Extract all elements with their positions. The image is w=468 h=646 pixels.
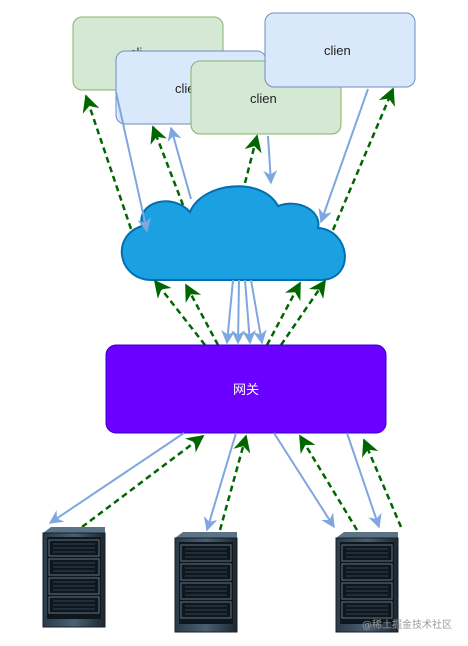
response-arrow [218,434,251,531]
request-arrow [346,432,382,529]
request-arrow [263,135,278,185]
request-arrow [203,432,237,532]
response-arrow [331,87,395,231]
request-arrow [273,432,335,529]
gateway-node: 网关 [105,344,387,434]
request-arrow [167,126,192,200]
client-node-4: clien [264,12,416,88]
client-label-4: clien [324,43,351,58]
server-rack-icon [335,532,399,633]
request-arrow [318,88,369,224]
server-rack-icon [174,532,238,633]
gateway-label: 网关 [233,383,259,398]
cloud-icon [120,185,346,281]
response-arrow [184,283,220,346]
client-label-2: clie [175,81,195,96]
response-arrow [265,281,302,346]
response-arrow [362,438,403,528]
watermark-text: @稀土掘金技术社区 [362,618,452,631]
response-arrow [150,125,185,206]
request-arrow [115,91,152,233]
response-arrow [243,134,262,184]
request-arrow [242,279,256,345]
request-arrow [221,279,236,345]
response-arrow [279,279,327,346]
gateway-server-arrows [48,432,403,532]
client-box-4 [264,12,416,88]
response-arrow [153,279,206,346]
response-arrow [81,434,205,528]
server-2 [174,532,238,633]
response-arrow [298,434,359,531]
server-1 [42,527,106,628]
request-arrow [48,432,185,524]
gateway-box [105,344,387,434]
request-arrow [250,279,267,345]
cloud-gateway-arrows [153,279,327,346]
server-rack-icon [42,527,106,628]
client-label-3: clien [250,91,277,106]
client-cloud-arrows [82,87,395,233]
server-3 [335,532,399,633]
request-arrow [231,279,246,345]
response-arrow [82,94,133,230]
